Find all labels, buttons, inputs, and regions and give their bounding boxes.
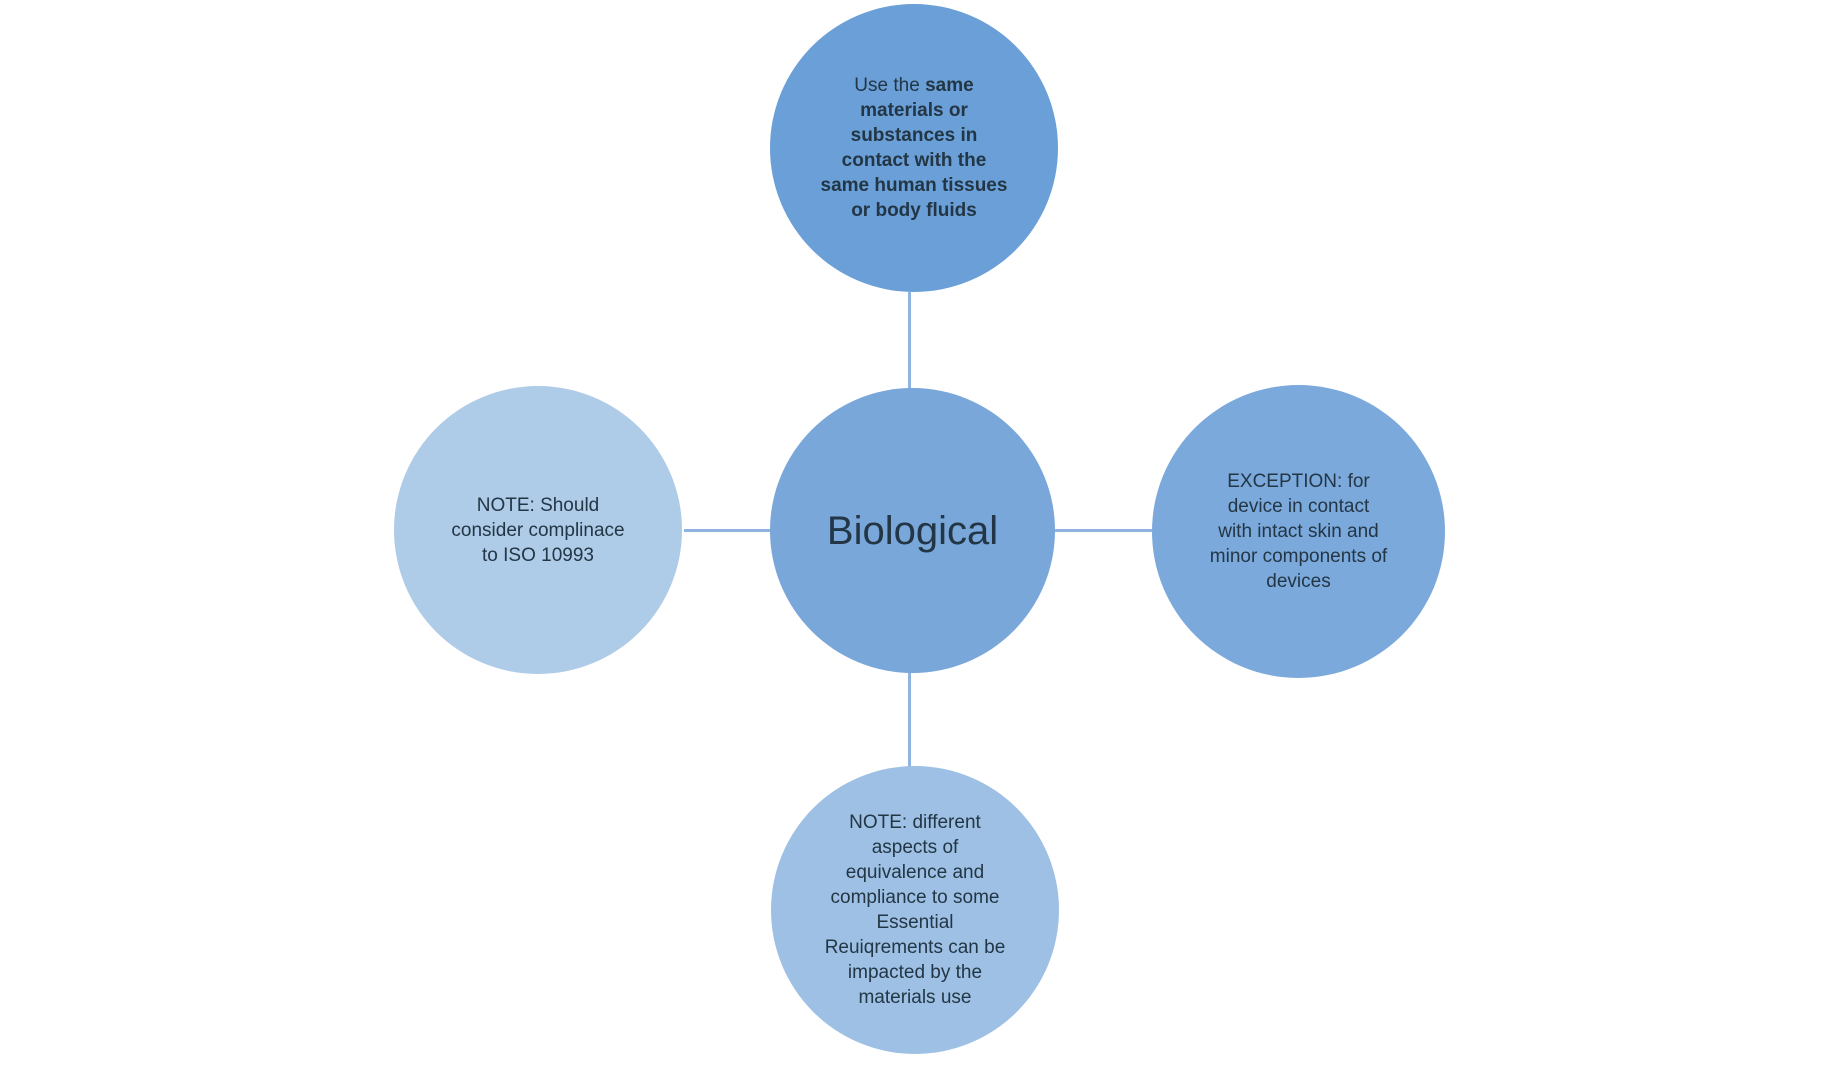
connector-center-to-right bbox=[1054, 529, 1153, 532]
node-right-text: EXCEPTION: for device in contact with in… bbox=[1209, 471, 1388, 592]
node-bottom-equivalence-note: NOTE: different aspects of equivalence a… bbox=[771, 766, 1059, 1054]
node-top-text-regular: Use the bbox=[854, 75, 926, 96]
node-center-biological: Biological bbox=[770, 388, 1055, 673]
connector-top-to-center bbox=[908, 292, 911, 389]
connector-left-to-center bbox=[684, 529, 771, 532]
node-top-same-materials: Use the same materials or substances in … bbox=[770, 4, 1058, 292]
node-bottom-text: NOTE: different aspects of equivalence a… bbox=[824, 812, 1006, 1008]
node-left-iso-note: NOTE: Should consider complinace to ISO … bbox=[394, 386, 682, 674]
connector-center-to-bottom bbox=[908, 672, 911, 767]
node-right-exception: EXCEPTION: for device in contact with in… bbox=[1152, 385, 1445, 678]
node-center-label: Biological bbox=[826, 508, 999, 553]
node-left-text: NOTE: Should consider complinace to ISO … bbox=[451, 494, 625, 566]
node-top-text-bold: same materials or substances in contact … bbox=[820, 75, 1008, 221]
node-top-text: Use the same materials or substances in … bbox=[821, 73, 1008, 223]
